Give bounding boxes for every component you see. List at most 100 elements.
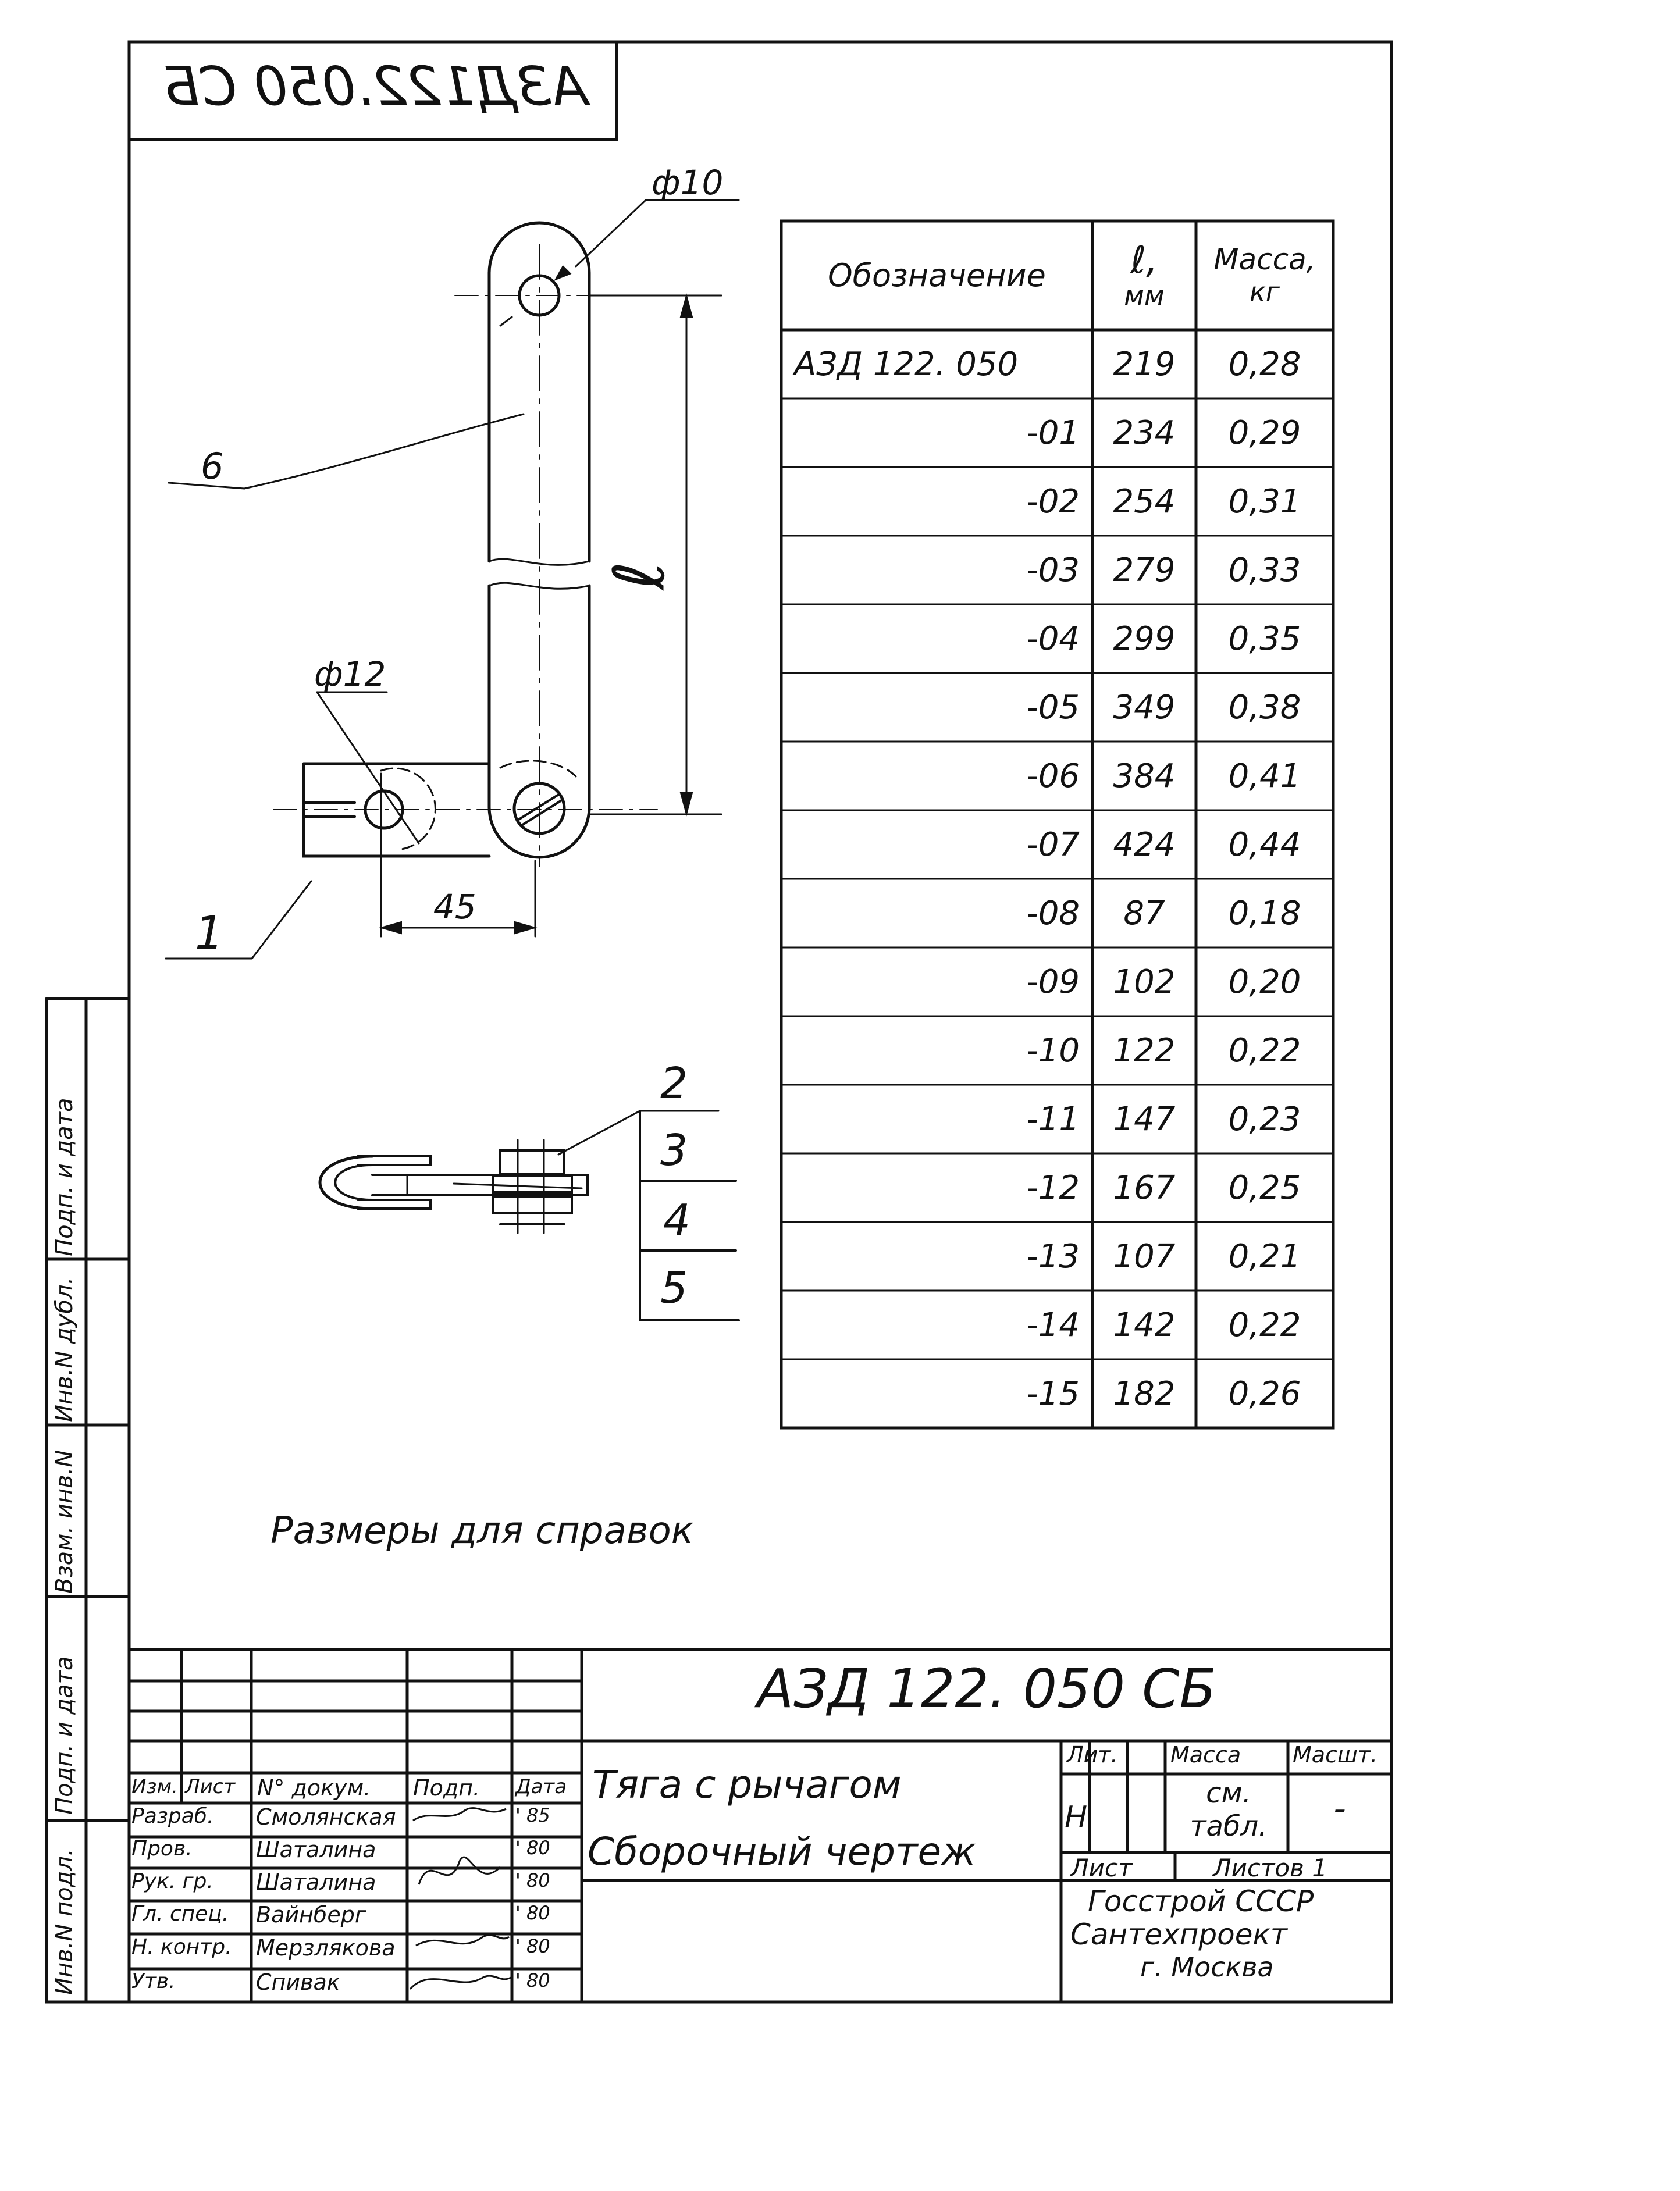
- org-line-3: г. Москва: [1140, 1951, 1274, 1983]
- mass-value-line-1: см.: [1206, 1777, 1251, 1809]
- table-cell-mass: 0,23: [1228, 1100, 1301, 1138]
- title-line-1: Тяга с рычагом: [592, 1762, 902, 1807]
- role-date: ' 80: [515, 1935, 550, 1957]
- callout-part-2: 2: [660, 1059, 688, 1109]
- mass-value-line-2: табл.: [1190, 1810, 1268, 1843]
- top-stamp-text: АЗД122.050 СБ: [162, 55, 588, 117]
- table-cell-l: 167: [1113, 1168, 1176, 1207]
- table-cell-mass: 0,25: [1228, 1168, 1301, 1207]
- table-cell-l: 107: [1113, 1237, 1176, 1276]
- table-cell-designation: -07: [1026, 825, 1080, 864]
- table-cell-l: 142: [1113, 1306, 1176, 1344]
- table-cell-l: 102: [1113, 963, 1176, 1001]
- signatures: [409, 1807, 511, 1990]
- table-cell-mass: 0,29: [1228, 414, 1301, 452]
- sheet-label: Лист: [1070, 1854, 1133, 1882]
- callout-part-4: 4: [663, 1195, 691, 1245]
- table-cell-mass: 0,33: [1228, 551, 1301, 589]
- doc-code: АЗД 122. 050 СБ: [757, 1658, 1216, 1720]
- role-date: ' 80: [515, 1902, 550, 1924]
- table-grid: [780, 219, 1335, 1430]
- header-mass-line1: Масса,: [1213, 243, 1316, 277]
- table-cell-designation: -04: [1026, 619, 1080, 658]
- role-role: Н. контр.: [131, 1935, 232, 1959]
- role-name: Шаталина: [256, 1837, 376, 1862]
- callout-part-3: 3: [660, 1125, 688, 1175]
- title-block-grid: [127, 1648, 1393, 2004]
- clevis-body: [302, 762, 491, 858]
- link-upper: [487, 221, 591, 563]
- table-cell-mass: 0,20: [1228, 963, 1301, 1001]
- header-l-line2: мм: [1124, 280, 1165, 312]
- col-izm: Изм.: [131, 1775, 178, 1798]
- scale-label: Масшт.: [1293, 1742, 1378, 1768]
- role-name: Вайнберг: [256, 1902, 366, 1928]
- col-data: Дата: [515, 1775, 567, 1798]
- table-cell-designation: -01: [1026, 414, 1080, 452]
- table-cell-l: 424: [1113, 825, 1176, 864]
- role-name: Спивак: [256, 1969, 340, 1995]
- lit-label: Лит.: [1067, 1742, 1118, 1768]
- callout-phi10: ф10: [652, 163, 724, 202]
- dimension-45: 45: [433, 887, 476, 927]
- header-l: ℓ, мм: [1092, 221, 1196, 330]
- side-inv-n-podl: Инв.N подл.: [51, 1848, 78, 1995]
- table-cell-designation: -15: [1026, 1374, 1080, 1413]
- role-date: ' 80: [515, 1869, 550, 1891]
- table-cell-designation: -10: [1026, 1031, 1080, 1070]
- callout-part-1: 1: [195, 907, 224, 960]
- header-mass: Масса, кг: [1196, 221, 1333, 330]
- header-mass-line2: кг: [1250, 276, 1280, 308]
- table-cell-mass: 0,41: [1228, 757, 1301, 795]
- table-cell-designation: -02: [1026, 482, 1080, 521]
- callout-phi12: ф12: [314, 654, 386, 694]
- role-role: Гл. спец.: [131, 1902, 229, 1926]
- org-line-1: Госстрой СССР: [1088, 1884, 1314, 1918]
- table-cell-l: 219: [1113, 345, 1176, 383]
- side-vzam-inv: Взам. инв.N: [51, 1449, 78, 1594]
- table-cell-designation: АЗД 122. 050: [794, 345, 1019, 383]
- lit-value: Н: [1065, 1800, 1088, 1835]
- title-line-2: Сборочный чертеж: [588, 1829, 976, 1874]
- side-inv-dubl: Инв.N дубл.: [51, 1277, 78, 1422]
- table-cell-mass: 0,31: [1228, 482, 1301, 521]
- table-cell-l: 234: [1113, 414, 1176, 452]
- table-cell-mass: 0,38: [1228, 688, 1301, 726]
- sheets-label: Листов 1: [1213, 1854, 1327, 1882]
- table-cell-l: 182: [1113, 1374, 1176, 1413]
- role-date: ' 85: [515, 1804, 550, 1826]
- drawing-frame: [127, 40, 1393, 2004]
- table-cell-designation: -06: [1026, 757, 1080, 795]
- table-cell-mass: 0,44: [1228, 825, 1301, 864]
- table-cell-mass: 0,22: [1228, 1031, 1301, 1070]
- callout-part-6: 6: [201, 445, 224, 487]
- side-podp-date-2: Подп. и дата: [51, 1098, 78, 1256]
- table-cell-mass: 0,21: [1228, 1237, 1301, 1276]
- mass-label: Масса: [1170, 1742, 1241, 1768]
- table-cell-mass: 0,28: [1228, 345, 1301, 383]
- table-cell-l: 299: [1113, 619, 1176, 658]
- table-cell-designation: -11: [1026, 1100, 1080, 1138]
- side-podp-date-1: Подп. и дата: [51, 1656, 78, 1815]
- scale-value: -: [1333, 1789, 1346, 1829]
- table-cell-mass: 0,26: [1228, 1374, 1301, 1413]
- role-date: ' 80: [515, 1837, 550, 1859]
- role-name: Смолянская: [256, 1804, 396, 1830]
- header-l-line1: ℓ,: [1130, 239, 1158, 282]
- role-role: Пров.: [131, 1837, 193, 1861]
- table-cell-l: 87: [1123, 894, 1165, 932]
- col-podp: Подп.: [413, 1775, 480, 1801]
- note-reference-dimensions: Размеры для справок: [270, 1509, 694, 1552]
- table-row-lines: [781, 397, 1333, 1360]
- callout-part-5: 5: [660, 1263, 688, 1313]
- col-n-dokum: N° докум.: [257, 1775, 371, 1801]
- table-cell-l: 279: [1113, 551, 1176, 589]
- table-cell-designation: -08: [1026, 894, 1080, 932]
- role-date: ' 80: [515, 1969, 550, 1992]
- table-cell-l: 254: [1113, 482, 1176, 521]
- org-line-2: Сантехпроект: [1070, 1918, 1287, 1951]
- role-name: Мерзлякова: [256, 1935, 396, 1961]
- table-cell-l: 384: [1113, 757, 1176, 795]
- table-cell-mass: 0,18: [1228, 894, 1301, 932]
